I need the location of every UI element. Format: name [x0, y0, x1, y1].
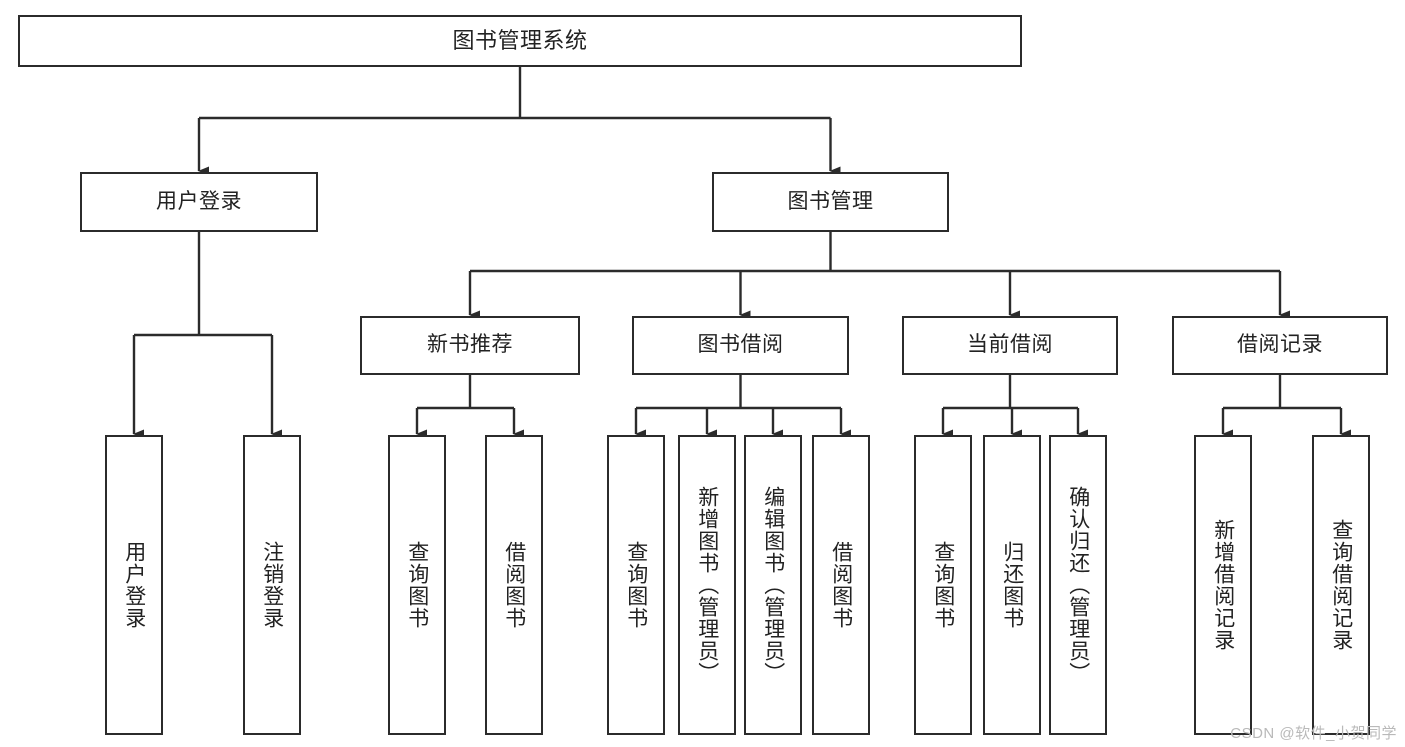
node-label: 借阅记录 — [1237, 333, 1323, 357]
node-root[interactable]: 图书管理系统 — [18, 15, 1022, 67]
node-leaf-return-book[interactable]: 归还图书 — [983, 435, 1041, 735]
node-label: 查询图书 — [931, 541, 955, 629]
node-new-book-rec[interactable]: 新书推荐 — [360, 316, 580, 375]
node-label: 归还图书 — [1000, 541, 1024, 629]
node-label: 用户登录 — [156, 189, 242, 213]
node-leaf-add-record[interactable]: 新增借阅记录 — [1194, 435, 1252, 735]
node-leaf-query-book-3[interactable]: 查询图书 — [914, 435, 972, 735]
node-leaf-borrow-book-1[interactable]: 借阅图书 — [485, 435, 543, 735]
node-label: 查询图书 — [624, 541, 648, 629]
node-label: 借阅图书 — [829, 541, 853, 629]
node-label: 图书管理 — [787, 189, 874, 213]
node-leaf-query-record[interactable]: 查询借阅记录 — [1312, 435, 1370, 735]
node-leaf-user-login[interactable]: 用户登录 — [105, 435, 163, 735]
node-label: 注销登录 — [260, 541, 284, 629]
node-label: 图书管理系统 — [452, 28, 588, 54]
node-leaf-borrow-book-2[interactable]: 借阅图书 — [812, 435, 870, 735]
node-current-borrow[interactable]: 当前借阅 — [902, 316, 1118, 375]
node-label: 新书推荐 — [427, 333, 513, 357]
node-leaf-user-logout[interactable]: 注销登录 — [243, 435, 301, 735]
node-label: 查询借阅记录 — [1329, 519, 1353, 651]
node-label: 确认归还（管理员） — [1066, 486, 1090, 684]
node-borrow-record[interactable]: 借阅记录 — [1172, 316, 1388, 375]
node-label: 查询图书 — [405, 541, 429, 629]
node-label: 用户登录 — [122, 541, 146, 629]
watermark-text: CSDN @软件_小贺同学 — [1230, 725, 1397, 742]
node-label: 当前借阅 — [967, 333, 1053, 357]
node-label: 新增借阅记录 — [1211, 519, 1235, 651]
node-leaf-edit-book[interactable]: 编辑图书（管理员） — [744, 435, 802, 735]
node-user-login[interactable]: 用户登录 — [80, 172, 318, 232]
node-leaf-query-book-1[interactable]: 查询图书 — [388, 435, 446, 735]
node-book-manage[interactable]: 图书管理 — [712, 172, 949, 232]
node-leaf-add-book[interactable]: 新增图书（管理员） — [678, 435, 736, 735]
node-leaf-query-book-2[interactable]: 查询图书 — [607, 435, 665, 735]
node-label: 图书借阅 — [697, 333, 784, 357]
node-label: 借阅图书 — [502, 541, 526, 629]
node-label: 编辑图书（管理员） — [761, 486, 785, 684]
node-leaf-confirm-return[interactable]: 确认归还（管理员） — [1049, 435, 1107, 735]
node-label: 新增图书（管理员） — [695, 486, 719, 684]
node-book-borrow[interactable]: 图书借阅 — [632, 316, 849, 375]
